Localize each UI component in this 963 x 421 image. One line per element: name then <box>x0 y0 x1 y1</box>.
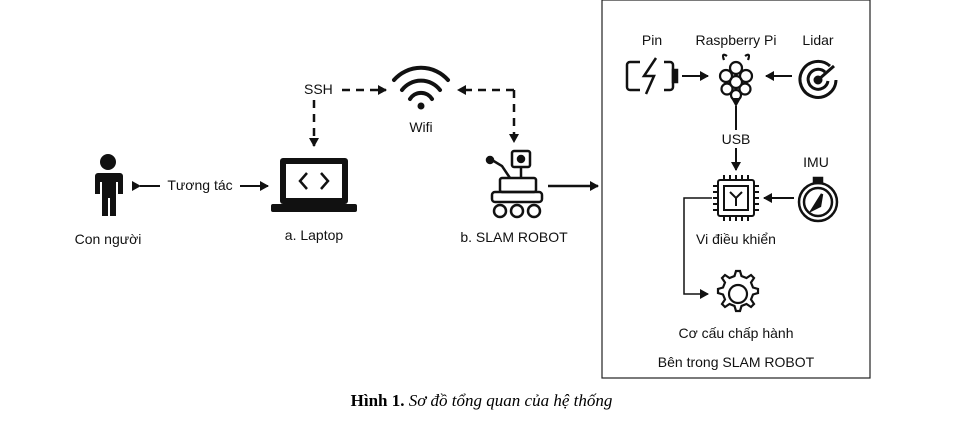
laptop-icon <box>271 158 357 212</box>
wifi-icon <box>392 65 450 110</box>
inside-robot-box <box>601 0 871 379</box>
lidar-icon <box>798 59 838 99</box>
mcu-label: Vi điều khiển <box>696 231 776 247</box>
raspberry-pi-icon <box>718 53 754 102</box>
interaction-label: Tương tác <box>167 177 232 193</box>
pin-label: Pin <box>642 32 662 48</box>
imu-label: IMU <box>803 154 829 170</box>
imu-compass-icon <box>797 176 839 223</box>
figure-caption: Hình 1. Sơ đồ tổng quan của hệ thống <box>0 391 963 411</box>
laptop-label: a. Laptop <box>285 227 344 243</box>
raspberry-label: Raspberry Pi <box>696 32 777 48</box>
lidar-label: Lidar <box>802 32 833 48</box>
mcu-to-actuator-arrow <box>683 197 712 299</box>
wifi-label: Wifi <box>409 119 432 135</box>
slam-robot-icon <box>485 149 544 219</box>
actuator-label: Cơ cấu chấp hành <box>678 325 793 341</box>
person-label: Con người <box>75 231 142 247</box>
inside-box-label: Bên trong SLAM ROBOT <box>658 354 815 370</box>
robot-label: b. SLAM ROBOT <box>460 229 568 245</box>
caption-prefix: Hình 1. <box>350 391 405 410</box>
person-icon <box>95 154 123 216</box>
ssh-label: SSH <box>304 81 333 97</box>
usb-label: USB <box>722 131 751 147</box>
caption-text: Sơ đồ tổng quan của hệ thống <box>408 391 613 410</box>
gear-icon <box>716 269 760 313</box>
battery-icon <box>625 57 679 95</box>
microcontroller-icon <box>713 175 759 221</box>
